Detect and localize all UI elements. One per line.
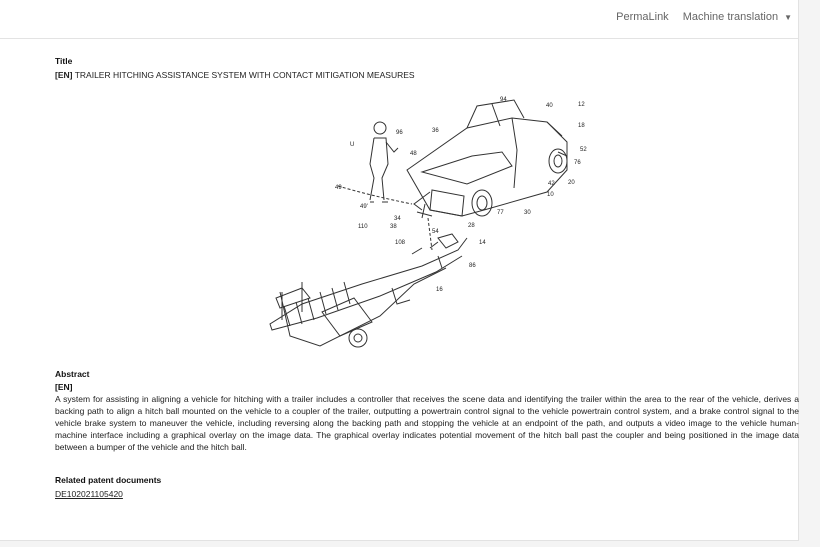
ref-label: 94 bbox=[500, 97, 507, 103]
ref-label: 14 bbox=[479, 240, 486, 246]
ref-label: 49' bbox=[360, 204, 368, 210]
related-heading: Related patent documents bbox=[55, 475, 162, 485]
abstract-heading: Abstract bbox=[55, 369, 90, 379]
ref-label: 76 bbox=[574, 160, 581, 166]
ref-label: 36 bbox=[432, 128, 439, 134]
title-lang: [EN] bbox=[55, 70, 73, 80]
chevron-down-icon: ▼ bbox=[784, 12, 792, 22]
ref-label: 96 bbox=[396, 130, 403, 136]
patent-drawing: 94 40 12 18 52 76 20 42 10 30 77 36 96 4… bbox=[269, 97, 587, 348]
abstract-text: A system for assisting in aligning a veh… bbox=[55, 394, 799, 452]
ref-label: 108 bbox=[395, 240, 406, 246]
ref-label: 34 bbox=[394, 216, 401, 222]
toolbar-links: PermaLink Machine translation ▼ bbox=[616, 11, 792, 23]
ref-label: 10 bbox=[547, 192, 554, 198]
ref-label: 30 bbox=[524, 210, 531, 216]
top-toolbar: PermaLink Machine translation ▼ bbox=[0, 0, 798, 39]
ref-label: 86 bbox=[469, 263, 476, 269]
abstract-lang: [EN] bbox=[55, 382, 73, 392]
ref-label: 38 bbox=[390, 224, 397, 230]
ref-label: 12 bbox=[578, 102, 585, 108]
ref-label: 77 bbox=[497, 210, 504, 216]
permalink-link[interactable]: PermaLink bbox=[616, 11, 669, 23]
ref-label: U bbox=[350, 142, 354, 148]
title-text: TRAILER HITCHING ASSISTANCE SYSTEM WITH … bbox=[74, 70, 415, 80]
ref-label: 110 bbox=[358, 224, 368, 230]
patent-title: [EN] TRAILER HITCHING ASSISTANCE SYSTEM … bbox=[55, 70, 415, 80]
ref-label: 54 bbox=[432, 229, 439, 235]
ref-label: 20 bbox=[568, 180, 575, 186]
machine-translation-label: Machine translation bbox=[682, 11, 779, 23]
ref-label: 40 bbox=[546, 103, 553, 109]
ref-label: 42 bbox=[548, 181, 555, 187]
ref-label: 28 bbox=[468, 223, 475, 229]
ref-label: 52 bbox=[580, 147, 587, 153]
machine-translation-dropdown[interactable]: Machine translation ▼ bbox=[683, 11, 792, 23]
ref-label: 49 bbox=[335, 185, 342, 191]
patent-card: PermaLink Machine translation ▼ Title [E… bbox=[0, 0, 799, 541]
ref-label: 18 bbox=[578, 123, 585, 129]
ref-label: 16 bbox=[436, 287, 443, 293]
title-heading: Title bbox=[55, 56, 73, 66]
related-doc-link[interactable]: DE102021105420 bbox=[55, 489, 123, 499]
ref-label: 48 bbox=[410, 151, 417, 157]
